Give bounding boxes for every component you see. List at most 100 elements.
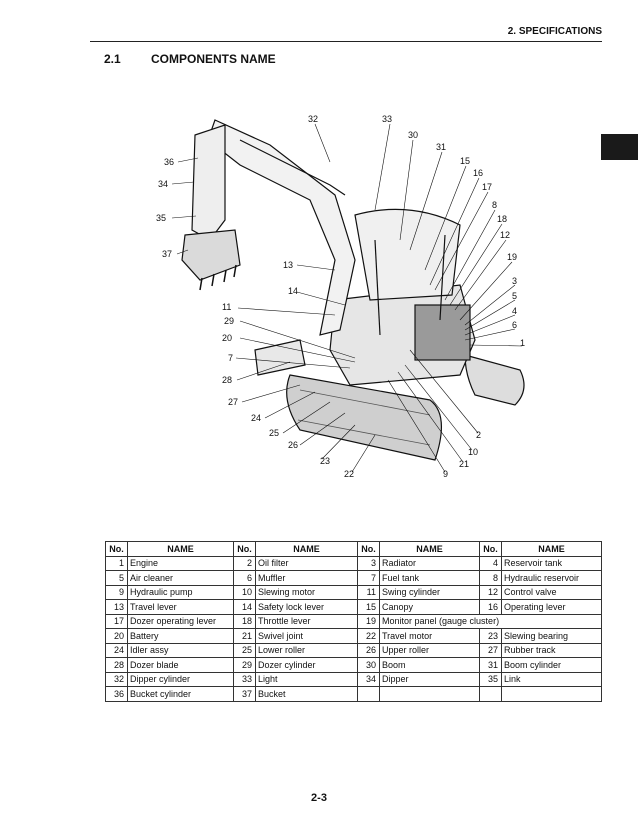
callout-5: 5	[512, 291, 517, 301]
part-number: 9	[105, 584, 128, 600]
part-number: 37	[233, 686, 256, 702]
part-name: Lower roller	[255, 642, 358, 658]
part-number: 34	[357, 671, 380, 687]
part-name: Fuel tank	[379, 570, 480, 586]
part-name: Operating lever	[501, 599, 602, 615]
part-name: Swivel joint	[255, 628, 358, 644]
callout-7: 7	[228, 353, 233, 363]
part-name: Bucket	[255, 686, 358, 702]
callout-24: 24	[251, 413, 261, 423]
part-name: Hydraulic pump	[127, 584, 234, 600]
part-name: Rubber track	[501, 642, 602, 658]
chapter-thumb-tab	[601, 134, 638, 160]
part-name: Slewing motor	[255, 584, 358, 600]
callout-33: 33	[382, 114, 392, 124]
part-name: Oil filter	[255, 555, 358, 571]
part-name: Travel lever	[127, 599, 234, 615]
part-number: 5	[105, 570, 128, 586]
part-number: 25	[233, 642, 256, 658]
part-number: 3	[357, 555, 380, 571]
part-name: Engine	[127, 555, 234, 571]
part-number: 28	[105, 657, 128, 673]
part-name: Bucket cylinder	[127, 686, 234, 702]
part-number: 27	[479, 642, 502, 658]
part-number: 10	[233, 584, 256, 600]
part-number: 17	[105, 613, 128, 629]
part-name: Reservoir tank	[501, 555, 602, 571]
callout-27: 27	[228, 397, 238, 407]
part-name: Throttle lever	[255, 613, 358, 629]
part-number: 24	[105, 642, 128, 658]
callout-32: 32	[308, 114, 318, 124]
part-number: 8	[479, 570, 502, 586]
part-number: 15	[357, 599, 380, 615]
part-name: Idler assy	[127, 642, 234, 658]
part-number: 7	[357, 570, 380, 586]
callout-21: 21	[459, 459, 469, 469]
part-number: 30	[357, 657, 380, 673]
table-row: 5 Air cleaner 6 Muffler 7 Fuel tank 8 Hy…	[105, 570, 602, 586]
callout-9: 9	[443, 469, 448, 479]
col-header: No.	[479, 541, 502, 557]
part-name: Travel motor	[379, 628, 480, 644]
callout-13: 13	[283, 260, 293, 270]
part-name: Slewing bearing	[501, 628, 602, 644]
callout-34: 34	[158, 179, 168, 189]
part-number	[357, 686, 380, 702]
col-header: No.	[357, 541, 380, 557]
part-name: Upper roller	[379, 642, 480, 658]
header-rule	[90, 41, 602, 42]
callout-6: 6	[512, 320, 517, 330]
callout-8: 8	[492, 200, 497, 210]
callout-3: 3	[512, 276, 517, 286]
running-header: 2. SPECIFICATIONS	[507, 26, 602, 37]
part-name: Radiator	[379, 555, 480, 571]
table-row: 36 Bucket cylinder 37 Bucket	[105, 686, 602, 702]
excavator-drawing	[181, 119, 525, 461]
part-number: 26	[357, 642, 380, 658]
callout-29: 29	[224, 316, 234, 326]
callout-20: 20	[222, 333, 232, 343]
callout-30: 30	[408, 130, 418, 140]
part-name: Battery	[127, 628, 234, 644]
part-number: 14	[233, 599, 256, 615]
callout-17: 17	[482, 182, 492, 192]
part-name: Air cleaner	[127, 570, 234, 586]
section-title: COMPONENTS NAME	[151, 52, 276, 66]
callout-2: 2	[476, 430, 481, 440]
callout-numbers: 32 33 30 31 15 16 17 8 18 12 19 3 5 4 6 …	[156, 114, 525, 479]
part-number: 22	[357, 628, 380, 644]
callout-26: 26	[288, 440, 298, 450]
col-header: NAME	[127, 541, 234, 557]
part-name: Control valve	[501, 584, 602, 600]
part-number: 29	[233, 657, 256, 673]
section-number: 2.1	[104, 52, 121, 66]
table-row: 20 Battery 21 Swivel joint 22 Travel mot…	[105, 628, 602, 644]
part-name: Hydraulic reservoir	[501, 570, 602, 586]
table-header-row: No. NAME No. NAME No. NAME No. NAME	[105, 541, 602, 557]
part-number: 4	[479, 555, 502, 571]
part-number: 31	[479, 657, 502, 673]
callout-16: 16	[473, 168, 483, 178]
callout-1: 1	[520, 338, 525, 348]
callout-36: 36	[164, 157, 174, 167]
table-row: 17 Dozer operating lever 18 Throttle lev…	[105, 613, 602, 629]
table-row: 24 Idler assy 25 Lower roller 26 Upper r…	[105, 642, 602, 658]
table-row: 32 Dipper cylinder 33 Light 34 Dipper 35…	[105, 671, 602, 687]
col-header: No.	[233, 541, 256, 557]
part-name: Boom cylinder	[501, 657, 602, 673]
callout-31: 31	[436, 142, 446, 152]
callout-35: 35	[156, 213, 166, 223]
table-row: 28 Dozer blade 29 Dozer cylinder 30 Boom…	[105, 657, 602, 673]
excavator-illustration: 32 33 30 31 15 16 17 8 18 12 19 3 5 4 6 …	[156, 114, 525, 479]
col-header: No.	[105, 541, 128, 557]
callout-4: 4	[512, 306, 517, 316]
col-header: NAME	[255, 541, 358, 557]
part-name: Monitor panel (gauge cluster)	[379, 613, 602, 629]
part-name: Dipper cylinder	[127, 671, 234, 687]
part-number: 12	[479, 584, 502, 600]
part-number: 20	[105, 628, 128, 644]
part-name: Dipper	[379, 671, 480, 687]
part-name: Swing cylinder	[379, 584, 480, 600]
callout-14: 14	[288, 286, 298, 296]
